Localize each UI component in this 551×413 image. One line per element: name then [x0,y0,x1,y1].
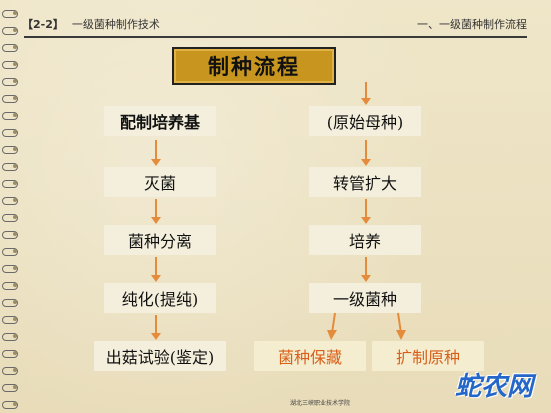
node-spawn-preservation: 菌种保藏 [254,341,366,371]
arrow-to-expand [397,312,402,334]
arrow-left-4 [151,315,161,340]
binding-hole [13,164,17,168]
binding-ring [2,231,18,239]
binding-ring [2,350,18,358]
node-purify: 纯化(提纯) [104,283,216,313]
binding-hole [13,368,17,372]
binding-ring [2,78,18,86]
binding-ring [2,146,18,154]
binding-ring [2,282,18,290]
binding-hole [13,334,17,338]
binding-ring [2,112,18,120]
binding-hole [13,62,17,66]
binding-ring [2,367,18,375]
binding-ring [2,248,18,256]
binding-hole [13,402,17,406]
arrow-right-0 [361,82,371,105]
arrow-left-2 [151,199,161,224]
binding-hole [13,249,17,253]
binding-ring [2,180,18,188]
binding-hole [13,113,17,117]
arrow-right-2 [361,199,371,224]
binding-ring [2,163,18,171]
arrowhead-preservation [327,330,337,340]
binding-ring [2,197,18,205]
binding-ring [2,95,18,103]
binding-hole [13,215,17,219]
arrowhead-expand [396,330,406,340]
binding-ring [2,333,18,341]
binding-hole [13,266,17,270]
site-watermark: 蛇农网 [454,372,533,402]
binding-ring [2,214,18,222]
diagram-title: 制种流程 [172,47,336,85]
binding-ring [2,265,18,273]
node-prepare-medium: 配制培养基 [104,106,216,136]
binding-hole [13,385,17,389]
node-original-mother-culture: (原始母种) [309,106,421,136]
header-divider [24,36,527,38]
institution-footer: 湖北三峡职业技术学院 [290,400,351,407]
binding-ring [2,316,18,324]
arrow-to-preservation [331,312,336,334]
arrow-left-3 [151,257,161,282]
binding-hole [13,147,17,151]
binding-hole [13,96,17,100]
spiral-binding [0,0,20,413]
binding-hole [13,300,17,304]
arrow-left-1 [151,140,161,166]
node-first-grade-spawn: 一级菌种 [309,283,421,313]
binding-ring [2,61,18,69]
binding-hole [13,317,17,321]
binding-ring [2,384,18,392]
node-sterilize: 灭菌 [104,167,216,197]
binding-ring [2,10,18,18]
node-expand-original-spawn: 扩制原种 [372,341,484,371]
binding-ring [2,401,18,409]
arrow-right-1 [361,140,371,166]
binding-hole [13,79,17,83]
binding-hole [13,11,17,15]
binding-hole [13,45,17,49]
course-title: 一级菌种制作技术 [71,18,160,31]
binding-hole [13,130,17,134]
binding-ring [2,129,18,137]
binding-hole [13,283,17,287]
node-isolate: 菌种分离 [104,225,216,255]
node-fruiting-test: 出菇试验(鉴定) [94,341,226,371]
binding-hole [13,232,17,236]
binding-ring [2,299,18,307]
chapter-title: 一、一级菌种制作流程 [417,18,527,31]
binding-hole [13,198,17,202]
node-culture: 培养 [309,225,421,255]
binding-ring [2,27,18,35]
binding-hole [13,28,17,32]
binding-ring [2,44,18,52]
binding-hole [13,351,17,355]
arrow-right-3 [361,257,371,282]
node-transfer-expand: 转管扩大 [309,167,421,197]
section-tag: 【2-2】 [22,18,64,31]
binding-hole [13,181,17,185]
slide-header: 【2-2】 一级菌种制作技术 一、一级菌种制作流程 [22,14,527,34]
